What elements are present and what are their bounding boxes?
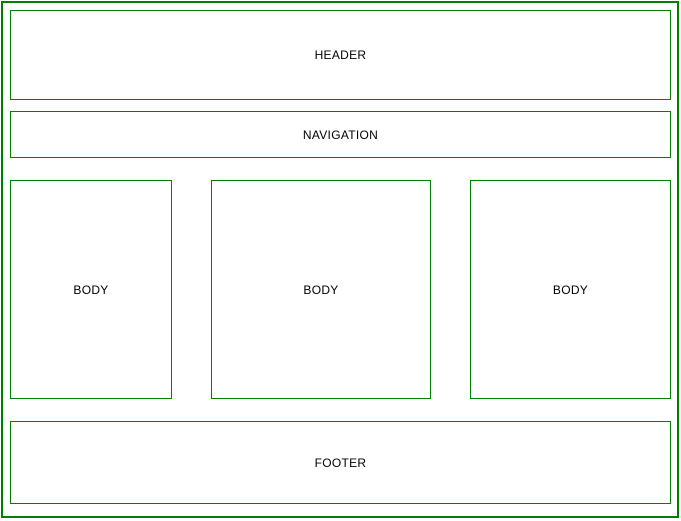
navigation-section: NAVIGATION: [10, 111, 671, 158]
body-left-label: BODY: [73, 282, 109, 297]
header-section: HEADER: [10, 10, 671, 100]
body-section-left: BODY: [10, 180, 172, 399]
body-center-label: BODY: [303, 282, 339, 297]
footer-label: FOOTER: [314, 455, 367, 470]
navigation-label: NAVIGATION: [302, 127, 379, 142]
body-section-center: BODY: [211, 180, 431, 399]
header-label: HEADER: [314, 48, 367, 62]
body-section-right: BODY: [470, 180, 671, 399]
body-right-label: BODY: [552, 282, 589, 297]
footer-section: FOOTER: [10, 421, 671, 504]
